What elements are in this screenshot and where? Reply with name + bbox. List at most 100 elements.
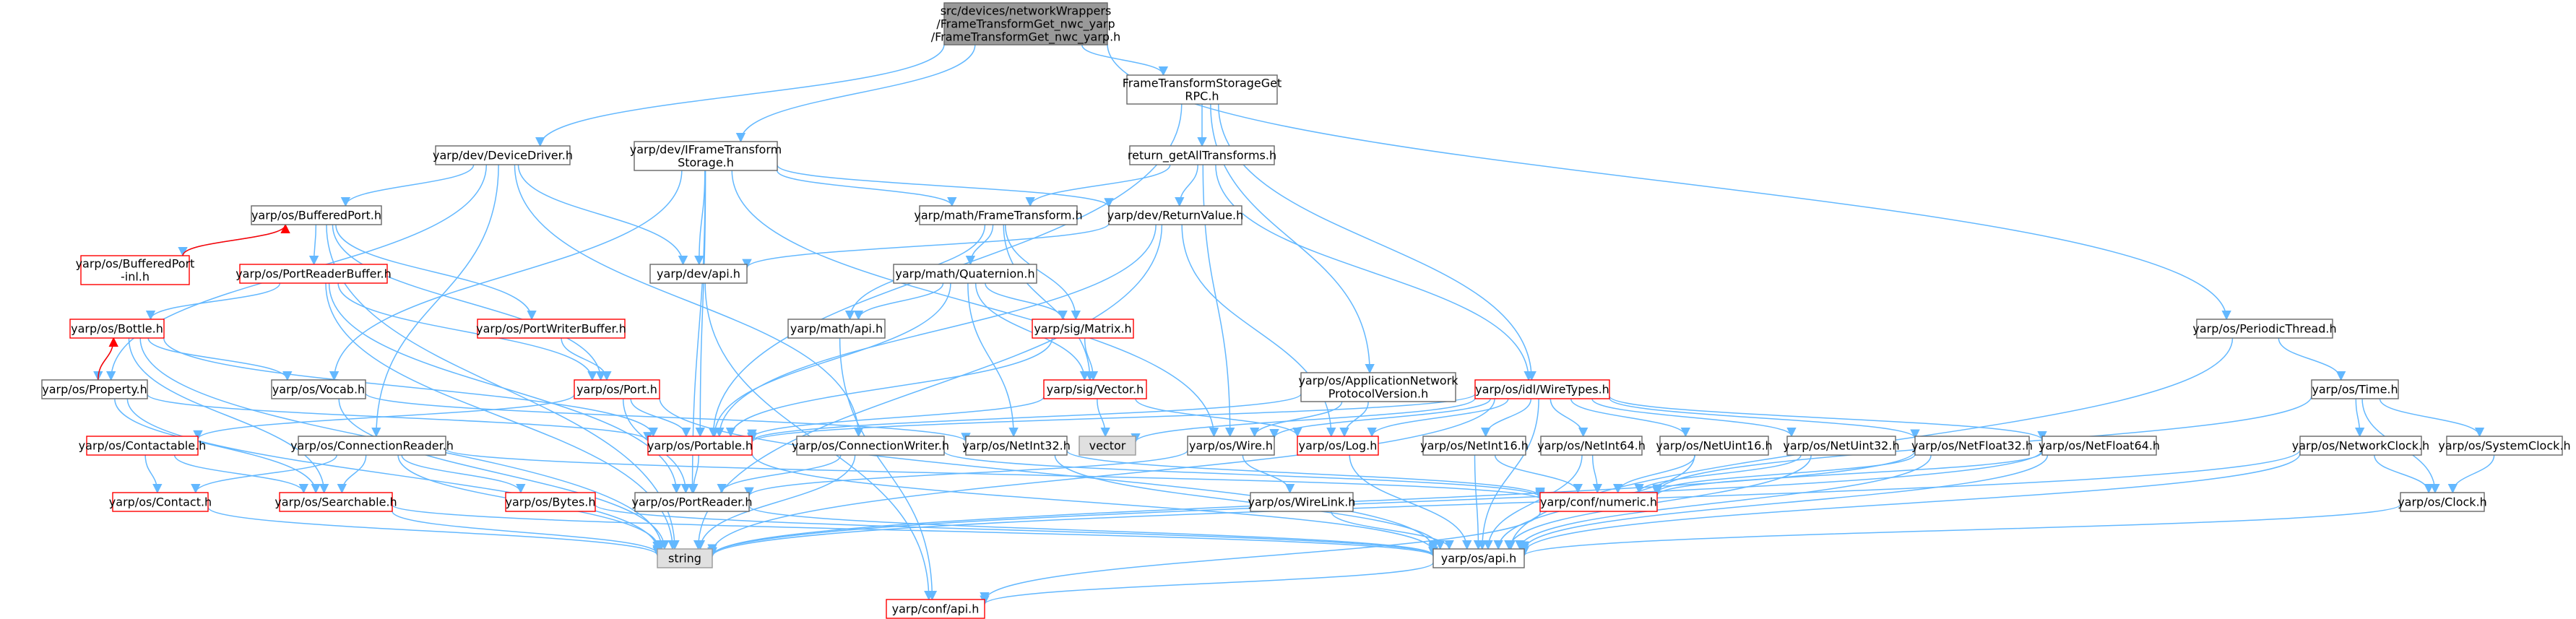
node-box[interactable] [1422, 436, 1526, 456]
node-box[interactable] [634, 492, 750, 512]
node-label: yarp/os/NetUint16.h [1656, 439, 1772, 453]
node-box[interactable] [86, 436, 199, 456]
node-dev-devicedriver[interactable]: yarp/dev/DeviceDriver.h [433, 145, 573, 165]
node-box[interactable] [1250, 492, 1354, 512]
node-os-api[interactable]: yarp/os/api.h [1432, 548, 1525, 568]
node-box[interactable] [271, 379, 366, 399]
node-box[interactable] [69, 319, 165, 339]
node-os-netfloat64[interactable]: yarp/os/NetFloat64.h [2039, 436, 2160, 456]
node-os-portreaderbuffer[interactable]: yarp/os/PortReaderBuffer.h [235, 264, 392, 284]
node-box[interactable] [574, 379, 660, 399]
node-os-bottle[interactable]: yarp/os/Bottle.h [69, 319, 165, 339]
node-box[interactable] [80, 255, 190, 285]
node-box[interactable] [2196, 319, 2333, 339]
node-box[interactable] [2041, 436, 2157, 456]
node-math-api[interactable]: yarp/math/api.h [787, 319, 886, 339]
node-os-periodicthread[interactable]: yarp/os/PeriodicThread.h [2192, 319, 2337, 339]
node-os-property[interactable]: yarp/os/Property.h [41, 379, 148, 399]
node-os-wirelink[interactable]: yarp/os/WireLink.h [1248, 492, 1356, 512]
node-os-appnetproto[interactable]: yarp/os/ApplicationNetworkProtocolVersio… [1298, 372, 1458, 402]
node-math-frametransform[interactable]: yarp/math/FrameTransform.h [914, 205, 1083, 225]
node-box[interactable] [477, 319, 626, 339]
node-os-contactable[interactable]: yarp/os/Contactable.h [79, 436, 207, 456]
node-os-contact[interactable]: yarp/os/Contact.h [109, 492, 212, 512]
node-box[interactable] [1300, 372, 1456, 402]
node-os-bufferedport[interactable]: yarp/os/BufferedPort.h [251, 205, 382, 225]
node-os-log[interactable]: yarp/os/Log.h [1297, 436, 1379, 456]
node-dev-returnvalue[interactable]: yarp/dev/ReturnValue.h [1107, 205, 1244, 225]
node-os-netint16[interactable]: yarp/os/NetInt16.h [1420, 436, 1529, 456]
node-box[interactable] [298, 436, 446, 456]
node-box[interactable] [1474, 379, 1610, 399]
node-box[interactable] [239, 264, 388, 284]
node-os-portreader[interactable]: yarp/os/PortReader.h [631, 492, 753, 512]
node-box[interactable] [251, 205, 382, 225]
edge-os_bottle-to-os_portable [163, 337, 658, 438]
node-box[interactable] [1786, 436, 1896, 456]
node-box[interactable] [1432, 548, 1525, 568]
node-os-systemclock[interactable]: yarp/os/SystemClock.h [2438, 436, 2571, 456]
node-sig-matrix[interactable]: yarp/sig/Matrix.h [1032, 319, 1134, 339]
node-conf-numeric[interactable]: yarp/conf/numeric.h [1539, 492, 1658, 512]
node-os-netuint32[interactable]: yarp/os/NetUint32.h [1783, 436, 1900, 456]
node-label: -inl.h [121, 270, 150, 284]
node-os-connectionreader[interactable]: yarp/os/ConnectionReader.h [290, 436, 454, 456]
node-box[interactable] [919, 205, 1078, 225]
node-os-wire[interactable]: yarp/os/Wire.h [1187, 436, 1275, 456]
node-math-quaternion[interactable]: yarp/math/Quaternion.h [893, 264, 1037, 284]
node-box[interactable] [634, 141, 778, 171]
node-box[interactable] [893, 264, 1037, 284]
node-box[interactable] [1540, 436, 1643, 456]
node-os-portable[interactable]: yarp/os/Portable.h [647, 436, 753, 456]
node-box[interactable] [1032, 319, 1134, 339]
node-box[interactable] [1108, 205, 1242, 225]
node-box[interactable] [2446, 436, 2563, 456]
node-os-netfloat32[interactable]: yarp/os/NetFloat32.h [1911, 436, 2033, 456]
node-box[interactable] [1539, 492, 1658, 512]
node-os-connectionwriter[interactable]: yarp/os/ConnectionWriter.h [792, 436, 949, 456]
node-sig-vector[interactable]: yarp/sig/Vector.h [1043, 379, 1147, 399]
node-os-vocab[interactable]: yarp/os/Vocab.h [271, 379, 366, 399]
node-box[interactable] [1129, 145, 1275, 165]
node-box[interactable] [1297, 436, 1379, 456]
node-box[interactable] [1043, 379, 1147, 399]
node-os-port[interactable]: yarp/os/Port.h [574, 379, 660, 399]
node-box[interactable] [505, 492, 596, 512]
node-dev-api[interactable]: yarp/dev/api.h [649, 264, 748, 284]
node-box[interactable] [1126, 74, 1278, 105]
node-os-bytes[interactable]: yarp/os/Bytes.h [505, 492, 596, 512]
node-label: yarp/os/NetFloat32.h [1911, 439, 2033, 453]
node-conf-api[interactable]: yarp/conf/api.h [886, 599, 985, 619]
node-os-searchable[interactable]: yarp/os/Searchable.h [275, 492, 397, 512]
node-os-netint32[interactable]: yarp/os/NetInt32.h [962, 436, 1071, 456]
node-box[interactable] [435, 145, 571, 165]
node-os-netint64[interactable]: yarp/os/NetInt64.h [1537, 436, 1646, 456]
node-box[interactable] [647, 436, 753, 456]
node-box[interactable] [2311, 379, 2399, 399]
node-box[interactable] [2299, 436, 2422, 456]
node-label: yarp/os/Property.h [42, 383, 147, 397]
node-box[interactable] [1659, 436, 1769, 456]
node-label: yarp/os/Clock.h [2398, 495, 2487, 509]
node-box[interactable] [41, 379, 148, 399]
node-box[interactable] [886, 599, 985, 619]
node-box[interactable] [649, 264, 748, 284]
node-os-idl-wiretypes[interactable]: yarp/os/idl/WireTypes.h [1474, 379, 1610, 399]
node-box[interactable] [2400, 492, 2485, 512]
node-os-networkclock[interactable]: yarp/os/NetworkClock.h [2292, 436, 2429, 456]
node-os-bufferedport-inl[interactable]: yarp/os/BufferedPort-inl.h [76, 255, 195, 285]
node-os-portwriterbuffer[interactable]: yarp/os/PortWriterBuffer.h [476, 319, 626, 339]
node-os-time[interactable]: yarp/os/Time.h [2311, 379, 2399, 399]
node-box[interactable] [1914, 436, 2030, 456]
node-box[interactable] [796, 436, 945, 456]
node-box[interactable] [1187, 436, 1275, 456]
node-box[interactable] [112, 492, 209, 512]
node-os-clock[interactable]: yarp/os/Clock.h [2398, 492, 2487, 512]
node-box[interactable] [279, 492, 393, 512]
node-box[interactable] [965, 436, 1068, 456]
node-os-netuint16[interactable]: yarp/os/NetUint16.h [1656, 436, 1773, 456]
node-box[interactable] [787, 319, 886, 339]
node-return-getall[interactable]: return_getAllTransforms.h [1128, 145, 1276, 165]
